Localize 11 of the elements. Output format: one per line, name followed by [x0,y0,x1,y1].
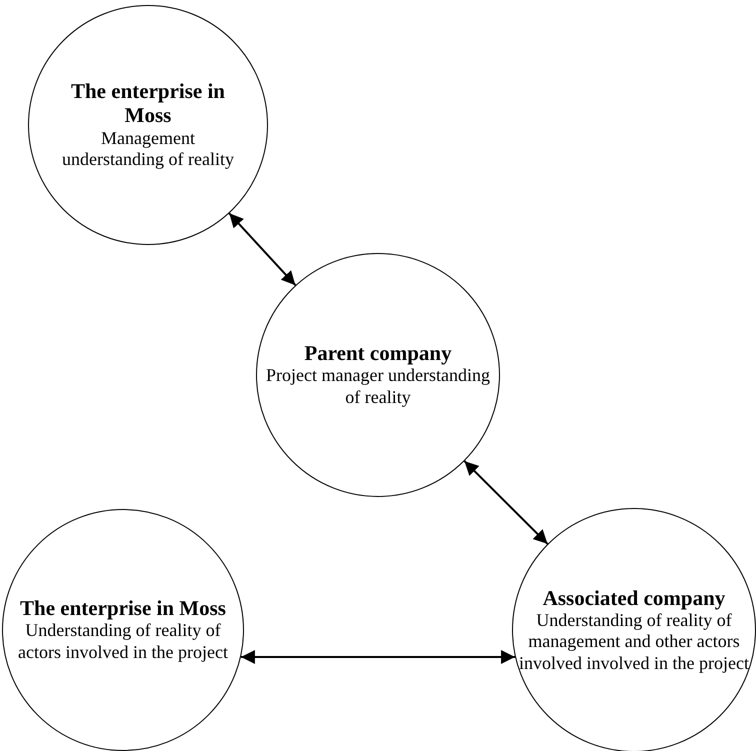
node-description: Project manager understanding of reality [265,365,491,409]
node-title: The enterprise in Moss [70,79,226,128]
node-description: Management understanding of reality [61,128,235,171]
node-title: The enterprise in Moss [20,596,226,620]
node-title: Parent company [304,341,452,366]
double-arrow [240,650,516,664]
node-description: Understanding of reality of actors involved in the project [17,620,229,664]
double-arrow [464,460,548,545]
node-description: Understanding of reality of management and other actors involved involved in the project [518,610,750,674]
node-title: Associated company [542,586,726,610]
double-arrow [228,212,296,286]
